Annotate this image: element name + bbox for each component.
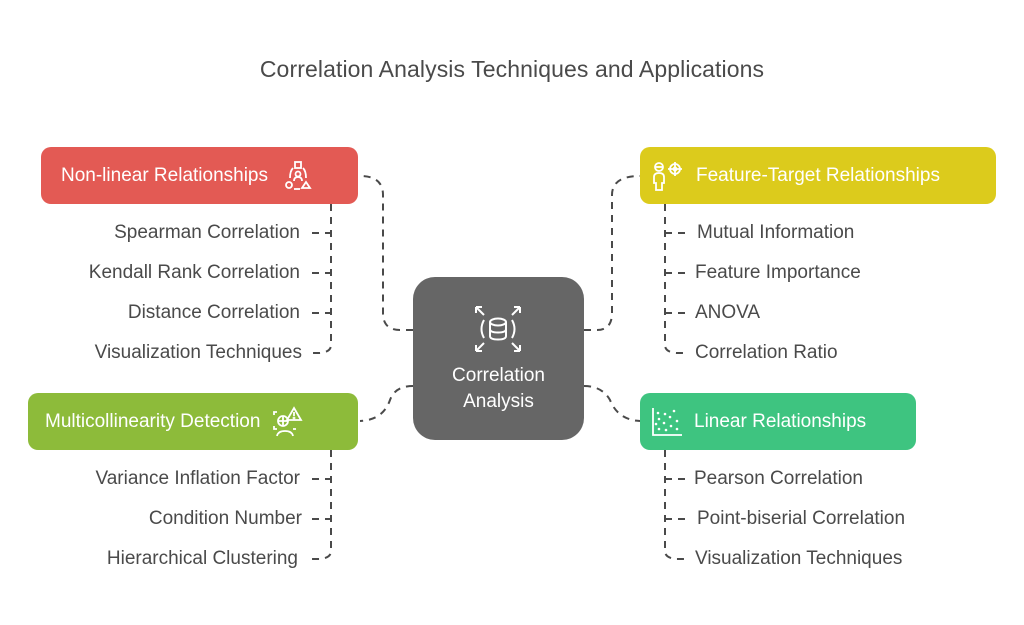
list-item-visualization: Visualization Techniques	[94, 342, 302, 363]
connector-multicollinearity-items	[312, 450, 332, 560]
connector-center-feature-target	[584, 175, 641, 331]
list-item-mutual-information: Mutual Information	[697, 222, 855, 243]
node-label: Non-linear Relationships	[61, 164, 268, 186]
diagram-title: Correlation Analysis Techniques and Appl…	[259, 56, 765, 82]
connector-nonlinear-items	[312, 204, 332, 354]
list-item-correlation-ratio: Correlation Ratio	[695, 342, 838, 363]
node-correlation-analysis[interactable]: Correlation Analysis	[413, 277, 584, 440]
center-label-line2: Analysis	[463, 391, 534, 412]
connector-center-linear	[583, 385, 641, 422]
node-nonlinear-relationships[interactable]: Non-linear Relationships	[41, 147, 358, 204]
list-item-hierarchical-clustering: Hierarchical Clustering	[106, 548, 298, 569]
list-item-kendall: Kendall Rank Correlation	[88, 262, 300, 283]
shapes-person-icon	[281, 159, 315, 193]
node-label: Feature-Target Relationships	[696, 164, 940, 186]
node-multicollinearity-detection[interactable]: Multicollinearity Detection	[28, 393, 358, 450]
node-label: Linear Relationships	[694, 410, 867, 432]
person-target-icon	[650, 159, 684, 193]
connector-linear-items	[664, 450, 686, 560]
connector-center-multicollinearity	[359, 385, 414, 422]
node-label: Multicollinearity Detection	[45, 410, 261, 432]
list-item-anova: ANOVA	[695, 302, 761, 323]
list-item-feature-importance: Feature Importance	[695, 262, 861, 283]
connector-feature-target-items	[664, 204, 686, 354]
scan-warning-icon	[270, 405, 304, 439]
center-label-line1: Correlation	[452, 365, 545, 386]
list-item-spearman: Spearman Correlation	[114, 222, 300, 243]
database-expand-icon	[470, 301, 526, 357]
scatter-plot-icon	[650, 405, 684, 439]
list-item-distance: Distance Correlation	[127, 302, 300, 323]
list-item-vif: Variance Inflation Factor	[95, 468, 300, 489]
node-feature-target-relationships[interactable]: Feature-Target Relationships	[640, 147, 996, 204]
list-item-visualization-linear: Visualization Techniques	[695, 548, 903, 569]
list-item-point-biserial: Point-biserial Correlation	[697, 508, 906, 529]
list-item-pearson: Pearson Correlation	[694, 468, 863, 489]
node-linear-relationships[interactable]: Linear Relationships	[640, 393, 916, 450]
list-item-condition-number: Condition Number	[148, 508, 302, 529]
center-label: Correlation Analysis	[413, 363, 584, 415]
connector-center-nonlinear	[359, 175, 413, 331]
